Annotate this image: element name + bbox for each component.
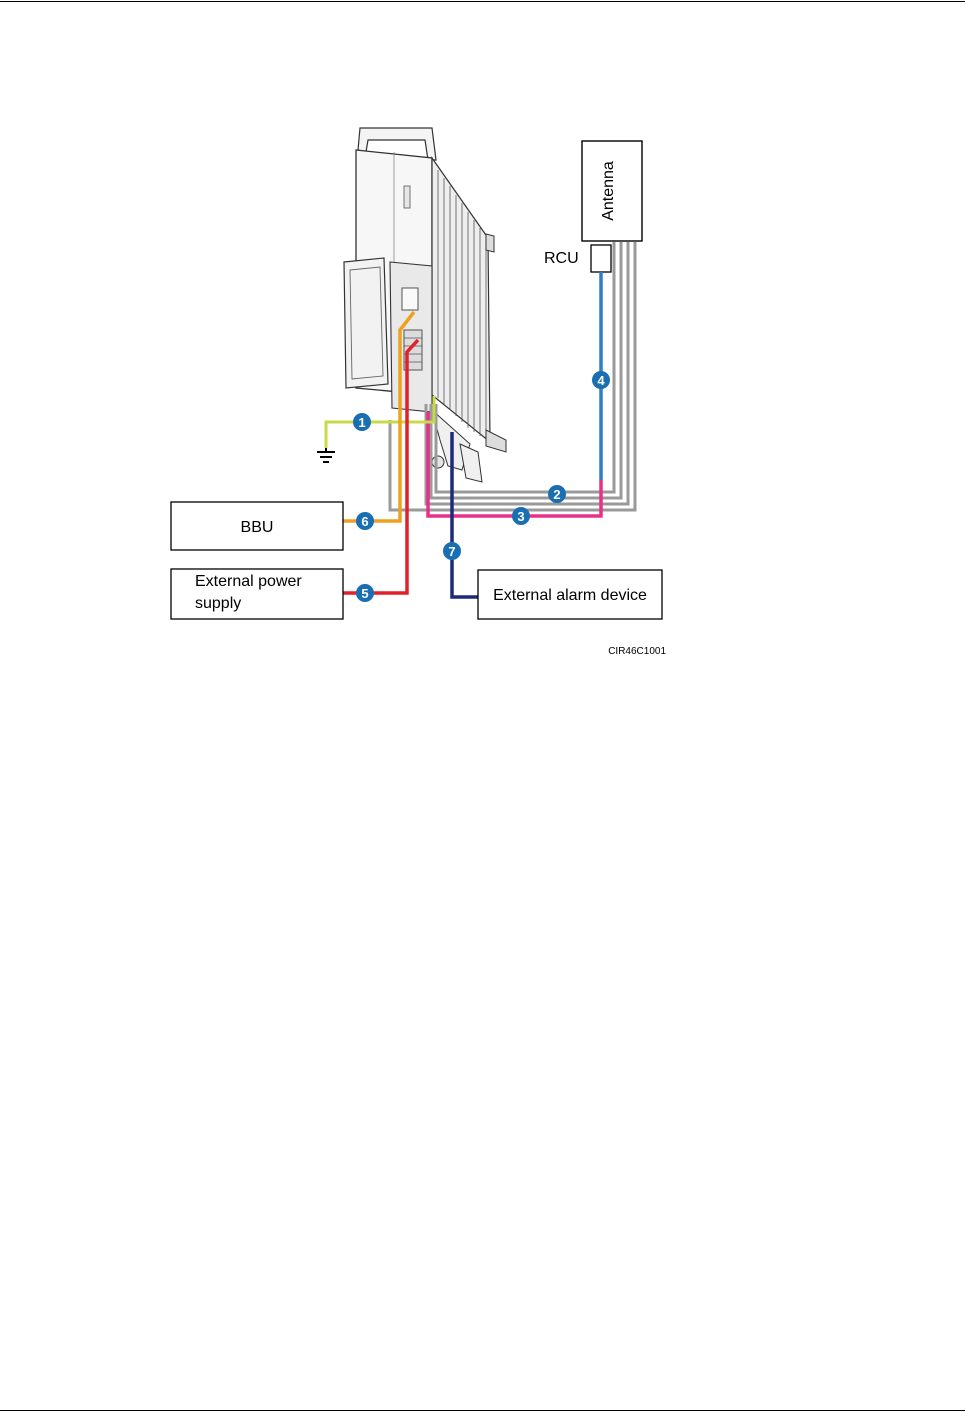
rcu-box xyxy=(591,245,611,272)
figure-code: CIR46C1001 xyxy=(608,646,666,657)
footer-rule xyxy=(0,1410,965,1411)
callout-1: 1 xyxy=(353,413,371,431)
svg-text:4: 4 xyxy=(597,373,605,388)
svg-text:6: 6 xyxy=(361,514,368,529)
external-power-label-line2: supply xyxy=(195,595,241,612)
rcu-label: RCU xyxy=(544,250,579,267)
svg-text:1: 1 xyxy=(358,415,365,430)
callout-6: 6 xyxy=(356,512,374,530)
callout-4: 4 xyxy=(592,371,610,389)
svg-text:2: 2 xyxy=(553,487,560,502)
callout-2: 2 xyxy=(548,485,566,503)
svg-text:3: 3 xyxy=(517,509,524,524)
antenna-label: Antenna xyxy=(600,161,617,221)
callout-5: 5 xyxy=(356,584,374,602)
rru-cable-connection-diagram: Antenna RCU BBU External power supply Ex… xyxy=(0,0,965,700)
external-alarm-device-label: External alarm device xyxy=(493,587,647,604)
bbu-label: BBU xyxy=(241,519,274,536)
svg-text:5: 5 xyxy=(361,586,368,601)
callout-3: 3 xyxy=(512,507,530,525)
external-power-label-line1: External power xyxy=(195,573,302,590)
callout-7: 7 xyxy=(443,542,461,560)
ground-symbol xyxy=(317,448,335,462)
svg-text:7: 7 xyxy=(448,544,455,559)
